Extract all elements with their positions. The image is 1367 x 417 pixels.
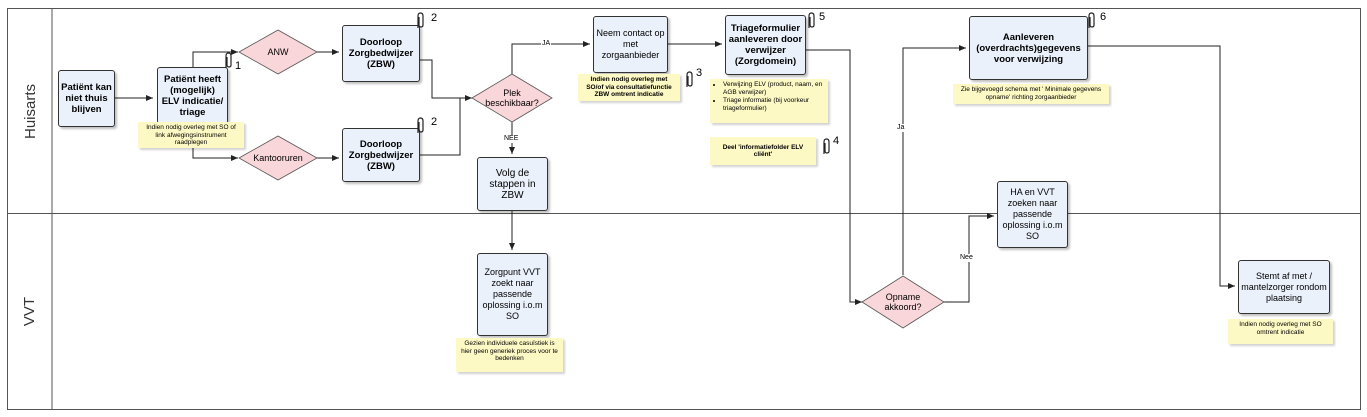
task-ha-en-vvt-zoeken: HA en VVT zoeken naar passende oplossing… xyxy=(997,181,1068,248)
note-overleg-consultatiefunctie: Indien nodig overleg met SO/of via consu… xyxy=(578,74,680,101)
paperclip-icon xyxy=(417,117,424,133)
task-doorloop-zorgbedwijzer-2: Doorloop Zorgbedwijzer (ZBW) xyxy=(342,128,420,182)
task-patient-elv-indicatie: Patiënt heeft (mogelijk) ELV indicatie/ … xyxy=(157,67,228,124)
flow-label-ja: JA xyxy=(541,40,552,48)
gateway-opname-shape xyxy=(861,275,945,329)
note-triage-items: Verwijzing ELV (product, naam, en AGB ve… xyxy=(710,79,828,123)
task-zorgpunt-vvt: Zorgpunt VVT zoekt naar passende oplossi… xyxy=(477,253,548,336)
paperclip-icon xyxy=(808,12,815,28)
gateway-opname-akkoord: Opname akkoord? xyxy=(884,292,922,312)
flow-label-nee-opname: Nee xyxy=(959,254,974,262)
attachment-number-6: 6 xyxy=(1100,11,1107,23)
paperclip-icon xyxy=(225,52,232,68)
gateway-anw: ANW xyxy=(267,47,289,57)
task-neem-contact: Neem contact op met zorgaanbieder xyxy=(593,16,668,73)
note-overleg-so: Indien nodig overleg met SO of link afwe… xyxy=(138,122,244,148)
note-individuele-casuistiek: Gezien individuele casuïstiek is hier ge… xyxy=(456,338,563,372)
note-minimale-gegevens: Zie bijgevoegd schema met ' Minimale geg… xyxy=(953,84,1109,104)
gateway-anw-shape xyxy=(238,29,318,75)
task-volg-stappen-zbw: Volg de stappen in ZBW xyxy=(477,157,548,211)
attachment-number-1: 1 xyxy=(235,60,242,72)
paperclip-icon xyxy=(1088,12,1095,28)
task-stemt-af-mantelzorger: Stemt af met / mantelzorger rondom plaat… xyxy=(1238,260,1330,314)
task-patient-kan-niet-thuis-blijven: Patiënt kan niet thuis blijven xyxy=(58,70,115,127)
paperclip-icon xyxy=(686,71,693,87)
attachment-number-2a: 2 xyxy=(431,12,438,24)
paperclip-icon xyxy=(823,138,830,154)
note-deel-informatiefolder: Deel 'informatiefolder ELV cliënt' xyxy=(710,137,816,165)
attachment-number-5: 5 xyxy=(819,11,826,23)
swimlane-vvt xyxy=(7,213,1361,410)
task-triageformulier: Triageformulier aanleveren door verwijze… xyxy=(725,15,806,75)
note-triage-item-2: Triage informatie (bij voorkeur triagefo… xyxy=(723,97,825,112)
note-triage-item-1: Verwijzing ELV (product, naam, en AGB ve… xyxy=(723,81,825,96)
flow-label-ja-opname: Ja xyxy=(896,124,906,132)
attachment-number-3: 3 xyxy=(696,67,703,79)
flow-label-nee: NEE xyxy=(503,135,520,143)
task-doorloop-zorgbedwijzer-1: Doorloop Zorgbedwijzer (ZBW) xyxy=(342,25,420,82)
gateway-kantooruren: Kantooruren xyxy=(253,153,303,163)
gateway-plek-beschikbaar: Plek beschikbaar? xyxy=(485,88,539,108)
task-aanleveren-gegevens: Aanleveren (overdrachts)gegevens voor ve… xyxy=(969,16,1088,80)
gateway-kantooruren-shape xyxy=(238,135,318,181)
paperclip-icon xyxy=(417,12,424,28)
attachment-number-2b: 2 xyxy=(431,116,438,128)
note-overleg-indicatie: Indien nodig overleg met SO omtrent indi… xyxy=(1228,319,1333,344)
gateway-plek-shape xyxy=(471,73,553,123)
attachment-number-4: 4 xyxy=(833,135,840,147)
